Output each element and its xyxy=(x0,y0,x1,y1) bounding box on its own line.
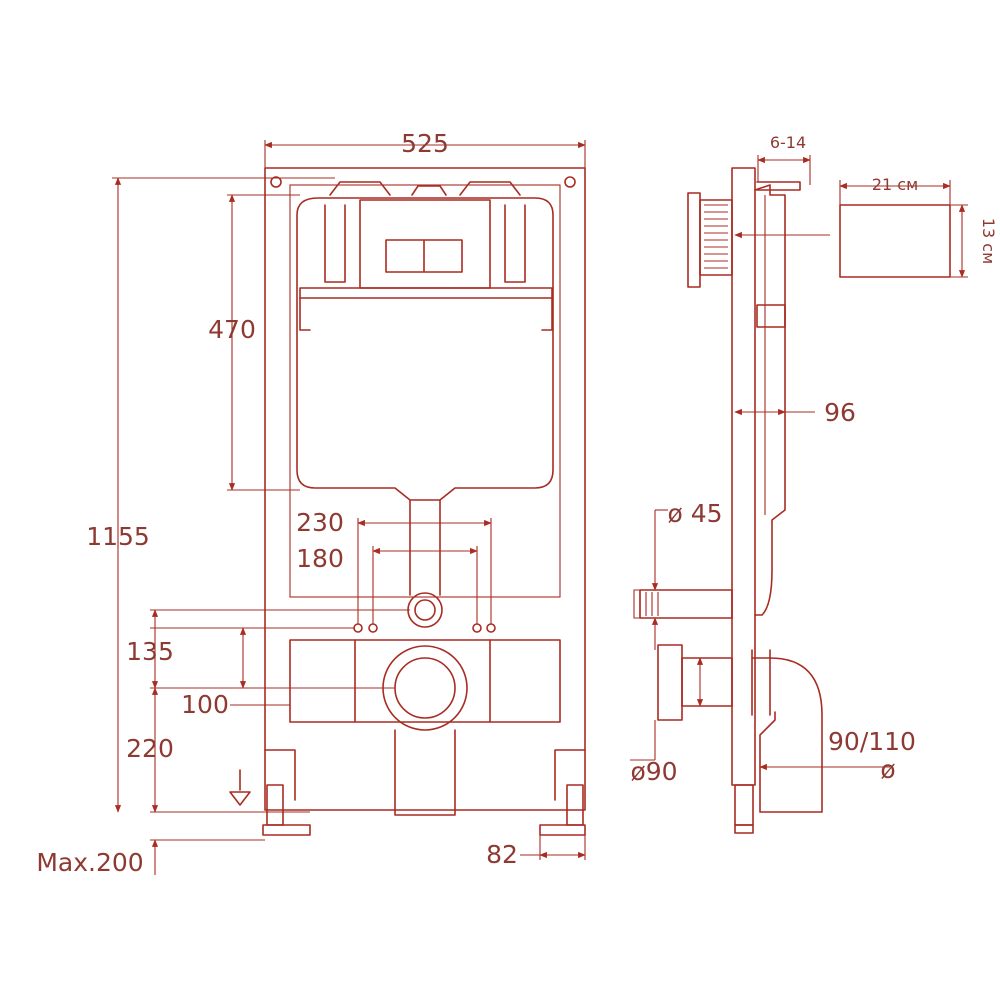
flush-opening xyxy=(359,199,491,289)
bolt-hole xyxy=(472,623,482,633)
mounting-hole-right xyxy=(564,176,576,188)
flush-plate-height-label: 13 см xyxy=(979,218,998,264)
side-outlet-collar xyxy=(657,644,683,721)
flush-housing xyxy=(699,199,733,276)
dim-foot-width-label: 82 xyxy=(486,840,518,869)
bolt-hole xyxy=(353,623,363,633)
bolt-hole xyxy=(368,623,378,633)
cistern-rail xyxy=(299,287,553,299)
dim-outlet-height-label: 220 xyxy=(126,734,174,763)
dim-drain-diameter-label: 90/110 xyxy=(828,727,916,756)
dim-wall-thickness-label: 6-14 xyxy=(770,133,806,152)
bolt-hole xyxy=(486,623,496,633)
flush-pipe xyxy=(409,499,441,596)
frame-outline xyxy=(264,167,586,811)
outlet-pipe xyxy=(394,729,456,816)
dim-bolt-inner-label: 180 xyxy=(296,544,344,573)
dim-leg-extension-label: Max.200 xyxy=(36,848,143,877)
side-cistern xyxy=(754,184,786,616)
dim-inlet-diameter-label: ø 45 xyxy=(667,499,722,528)
flush-plate-width-label: 21 см xyxy=(872,175,918,194)
cistern-body xyxy=(296,197,554,501)
flush-plate xyxy=(839,204,951,278)
frame-inner-outline xyxy=(289,184,561,598)
side-frame xyxy=(731,167,756,786)
lower-crossbar xyxy=(289,639,561,723)
dim-bolt-outer-label: 230 xyxy=(296,508,344,537)
left-foot xyxy=(266,784,284,826)
front-view: 525 1155 470 230 180 135 100 220 Max.200 xyxy=(36,129,586,877)
side-inlet-pipe xyxy=(639,589,733,619)
dim-width-label: 525 xyxy=(401,129,449,158)
wall-plate xyxy=(687,192,701,288)
dim-height-total-label: 1155 xyxy=(86,522,150,551)
left-leg xyxy=(264,749,296,801)
mounting-hole-left xyxy=(270,176,282,188)
dim-outlet-offset-label: 100 xyxy=(181,690,229,719)
cistern-side-hooks xyxy=(299,297,553,331)
floor-level-icon xyxy=(229,769,251,806)
right-foot xyxy=(566,784,584,826)
top-clips xyxy=(329,181,521,196)
dim-drain-symbol-label: ø xyxy=(880,755,895,784)
outlet-ring-inner xyxy=(394,657,456,719)
cistern-bracket xyxy=(324,204,526,283)
drain-bend xyxy=(751,657,823,813)
dim-tank-height-label: 470 xyxy=(208,315,256,344)
side-view: 21 см 13 см 6-14 96 ø 45 ø90 90/110 xyxy=(630,133,998,834)
water-inlet-ring xyxy=(407,592,443,628)
side-clip xyxy=(756,304,786,328)
right-leg xyxy=(554,749,586,801)
dim-outlet-diameter-label: ø90 xyxy=(630,757,677,786)
dim-inlet-offset-label: 135 xyxy=(126,637,174,666)
dim-depth-label: 96 xyxy=(824,398,856,427)
